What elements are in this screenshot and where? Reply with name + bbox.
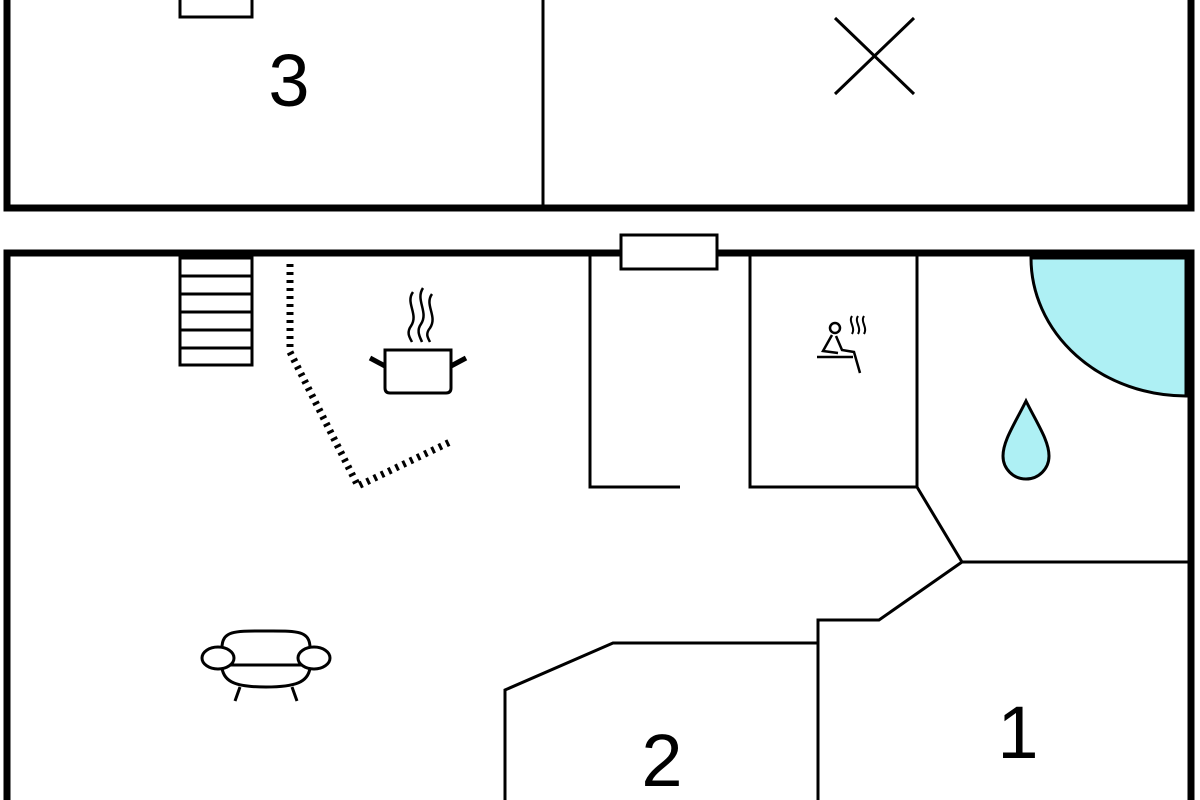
dashed-partition-line: [286, 264, 452, 491]
bathroom-wall: [915, 486, 1191, 564]
upper-floor-outer-wall: [3, 0, 1195, 212]
upper-floor: 3: [3, 0, 1195, 212]
room-1-wall: [816, 560, 963, 800]
room-2-wall: [503, 641, 818, 800]
room-number-1: 1: [997, 691, 1038, 774]
upper-floor-window: [178, 0, 254, 19]
shower-tray-icon: [1029, 256, 1188, 398]
room-number-2: 2: [641, 719, 682, 800]
stairs-icon: [178, 256, 254, 367]
room-number-3: 3: [268, 39, 309, 122]
lower-floor-outer-wall: [3, 249, 1195, 800]
armchair-icon: [200, 629, 332, 702]
sauna-icon: [817, 315, 867, 374]
x-cross-icon: [833, 16, 916, 96]
water-drop-icon: [1001, 397, 1051, 481]
cooking-pot-icon: [368, 287, 468, 395]
lower-floor-window: [619, 233, 719, 271]
closet-wall: [588, 256, 680, 489]
lower-floor: 2 1: [3, 233, 1195, 800]
sauna-room-wall: [748, 256, 919, 489]
